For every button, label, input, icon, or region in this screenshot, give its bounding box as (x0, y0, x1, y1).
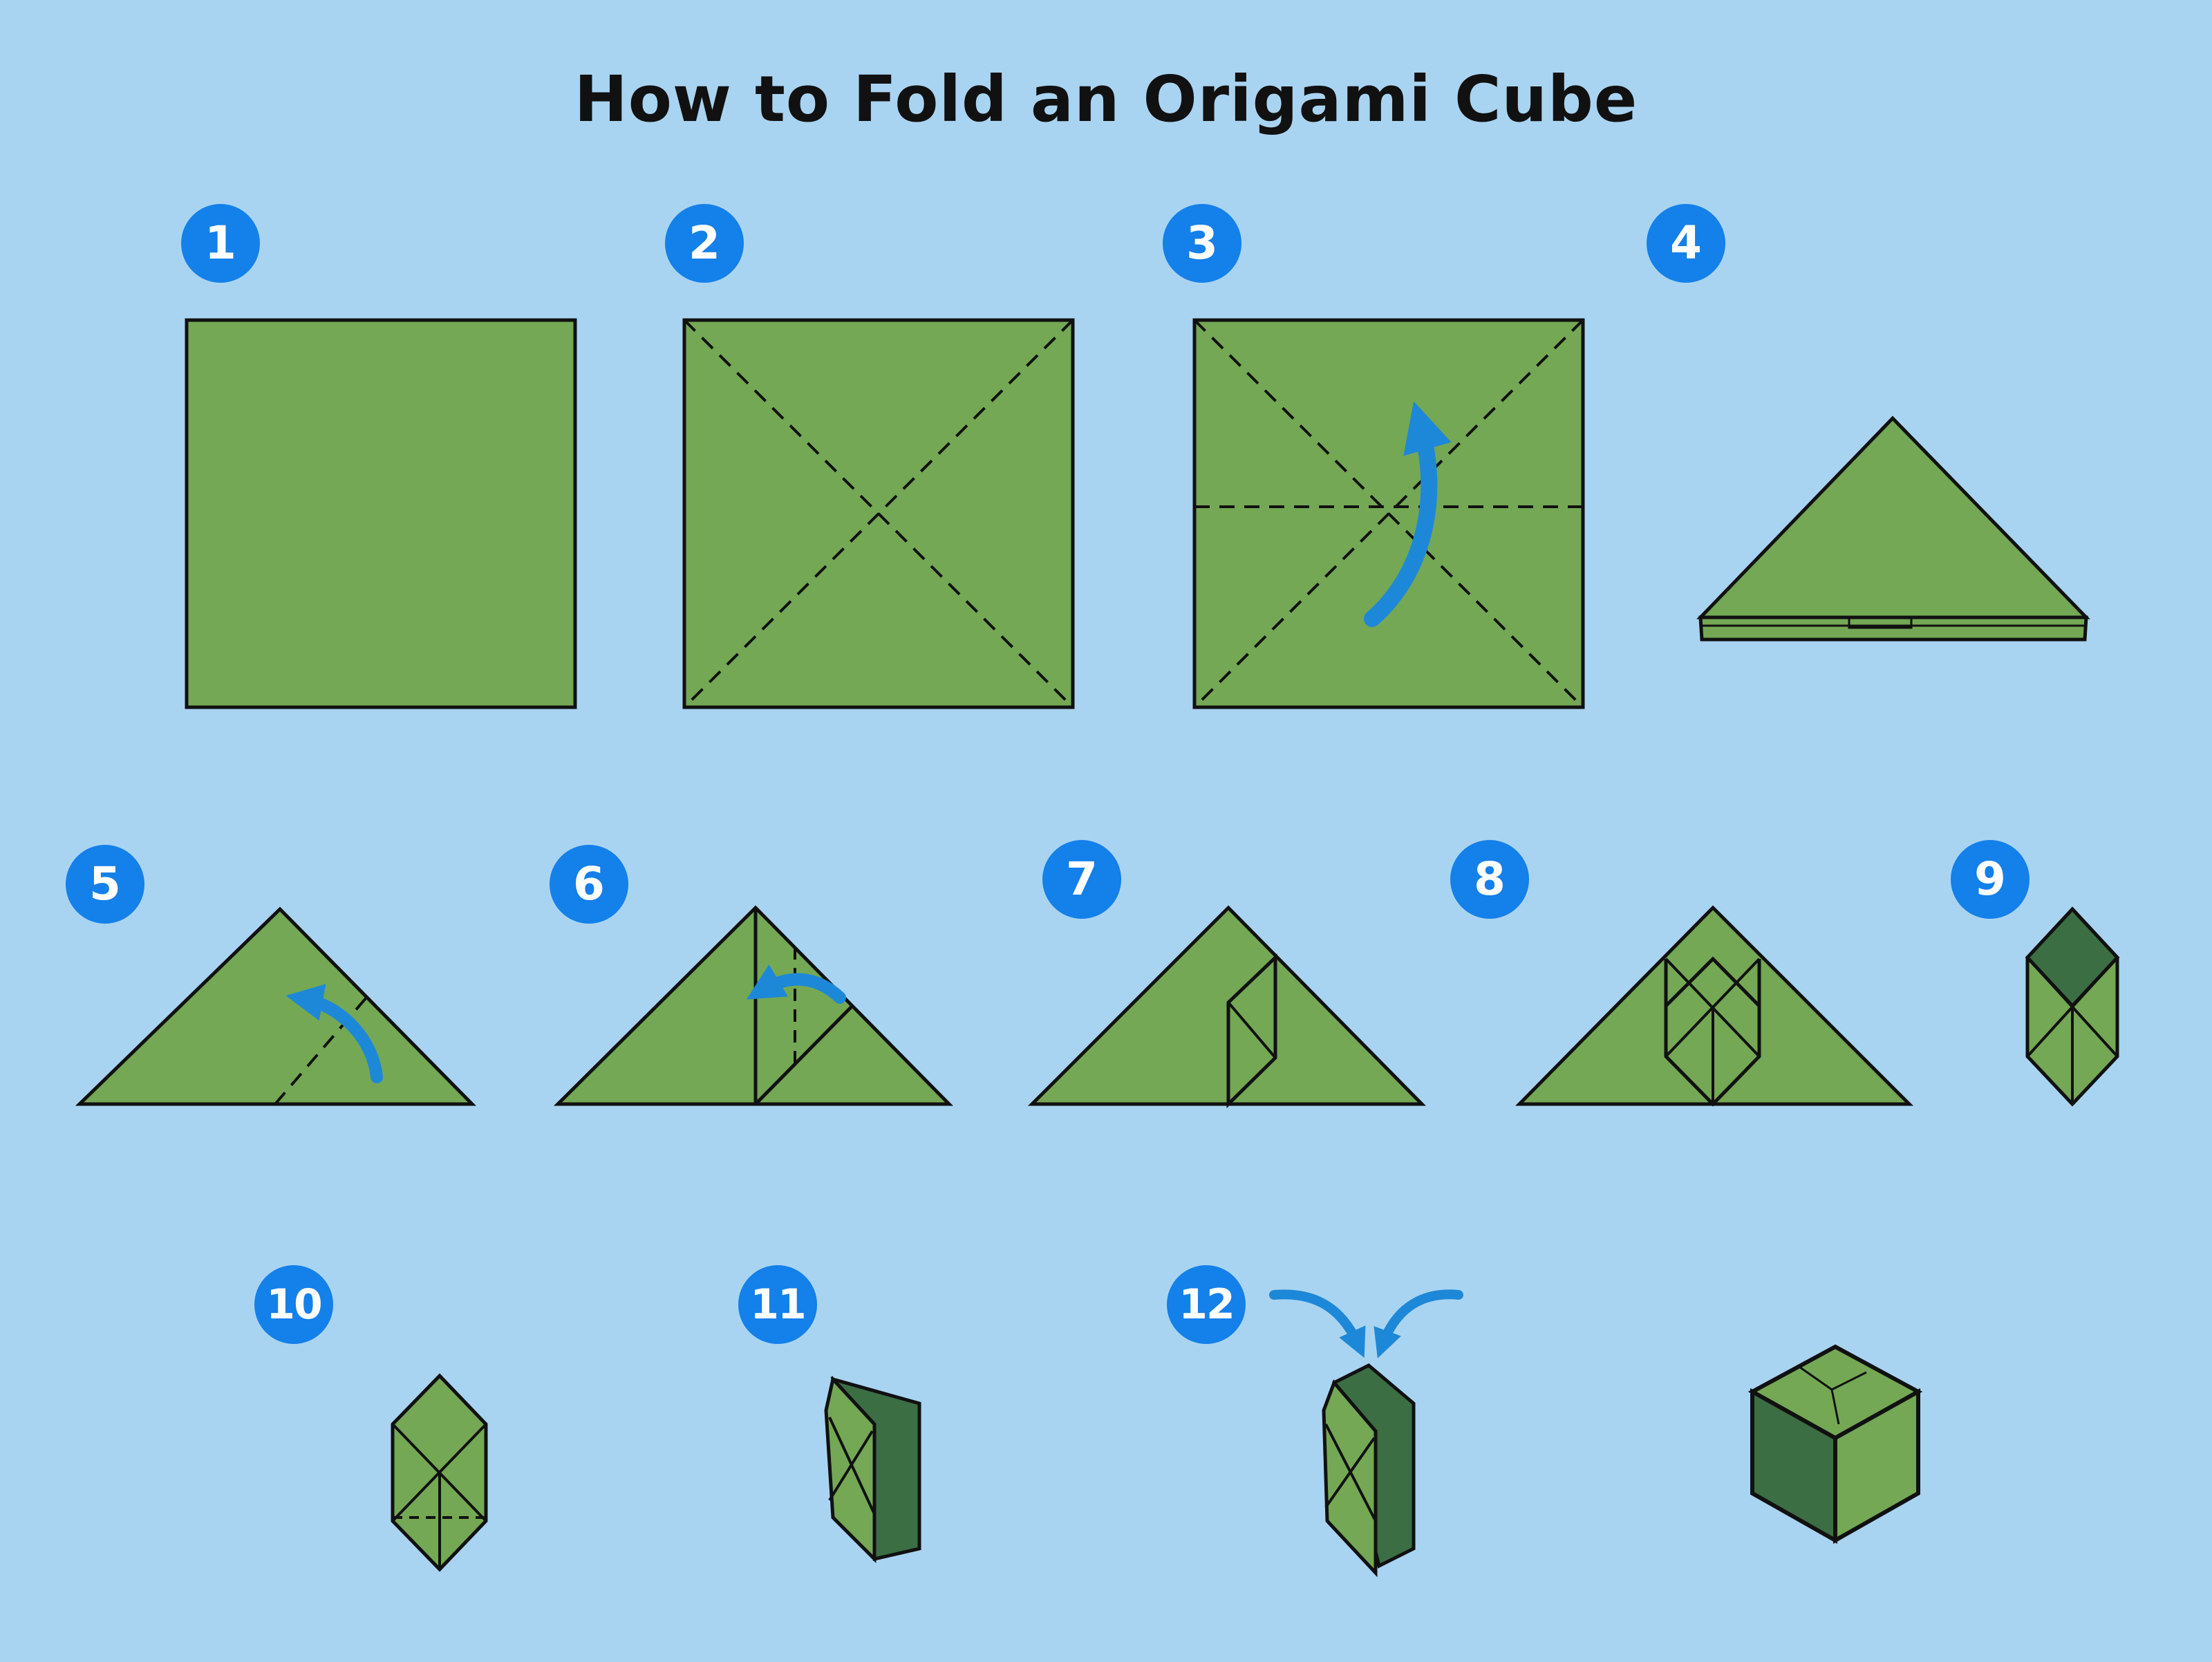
step-11-unit-side (824, 1375, 921, 1564)
step-2-badge: 2 (665, 204, 744, 283)
step-10-unit (391, 1373, 488, 1572)
fold-arrow-icon (746, 964, 846, 1004)
step-7-folded-flap (1027, 905, 1426, 1108)
step-5-badge: 5 (66, 845, 144, 924)
step-1-badge: 1 (181, 204, 260, 283)
join-arrow-right-icon (1374, 1289, 1463, 1358)
step-6-badge: 6 (550, 845, 628, 924)
step-10-badge: 10 (254, 1265, 333, 1344)
step-4-badge: 4 (1647, 204, 1725, 283)
step-12-join-units (1269, 1289, 1463, 1578)
step-8-both-flaps (1515, 905, 1914, 1107)
step-3-fold-up (1192, 318, 1585, 709)
fold-arrow-icon (1364, 401, 1452, 627)
step-3-badge: 3 (1163, 204, 1241, 283)
join-arrow-left-icon (1269, 1289, 1366, 1358)
step-9-badge: 9 (1951, 840, 2030, 919)
step-2-diagonal-creases (682, 318, 1075, 709)
step-11-badge: 11 (738, 1265, 817, 1344)
step-5-fold-corner (75, 906, 476, 1106)
step-9-hexagon (2025, 906, 2120, 1107)
step-7-badge: 7 (1042, 840, 1121, 919)
step-8-badge: 8 (1450, 840, 1529, 919)
step-6-fold-flap (553, 905, 953, 1106)
page-title: How to Fold an Origami Cube (574, 62, 1638, 136)
step-12-badge: 12 (1167, 1265, 1246, 1344)
step-1-square (185, 318, 577, 709)
step-4-triangle-base (1696, 416, 2090, 642)
finished-cube (1747, 1344, 1923, 1544)
fold-arrow-icon (285, 984, 383, 1083)
